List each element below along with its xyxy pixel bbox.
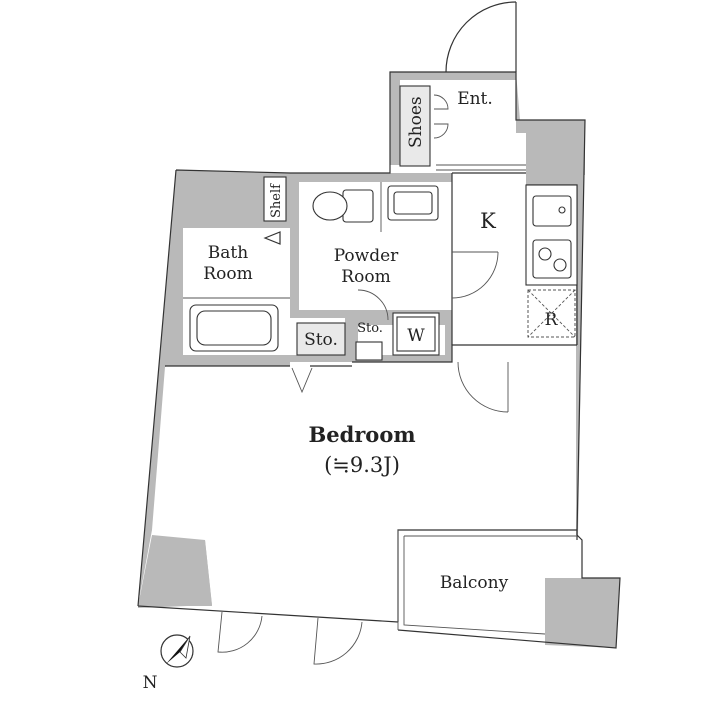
compass-needle-light [179, 635, 191, 659]
upper-left-wall [176, 170, 290, 228]
shoes-door-arc-2 [433, 123, 449, 139]
bathtub-inner [196, 310, 272, 346]
shelf: Shelf [263, 176, 287, 222]
entrance-door-arc [445, 1, 517, 73]
washbasin-inner [393, 191, 433, 215]
washer-inner [396, 316, 436, 352]
bottom-doors [217, 611, 363, 665]
fridge-x-2 [527, 289, 576, 338]
bath-door-mark [263, 231, 281, 245]
storage-1-label: Sto. [304, 330, 338, 350]
balcony-frame [397, 530, 577, 635]
powder-room: Powder Room [312, 182, 439, 321]
toilet-bowl [312, 191, 348, 221]
sink-drain [558, 206, 566, 214]
storage-2-box [355, 341, 383, 361]
powder-label-2: Room [341, 267, 390, 287]
entrance: Shoes Ent. [399, 1, 526, 171]
left-wall [138, 170, 290, 608]
washer: W [392, 312, 440, 356]
bedroom-top-line [165, 344, 577, 367]
burner-2 [553, 258, 567, 272]
compass-needle [166, 636, 190, 664]
kitchen-label: K [480, 209, 496, 233]
shoes-label: Shoes [406, 96, 426, 148]
compass-north-label: N [143, 673, 158, 693]
kitchen-door-arc [451, 251, 499, 299]
bath-room: Bath Room [183, 231, 290, 352]
balcony: Balcony [440, 573, 509, 593]
right-wall [526, 120, 585, 535]
balcony-label: Balcony [440, 573, 509, 593]
storage-2-label: Sto. [357, 321, 383, 336]
bath-bottom-wall [165, 355, 290, 366]
bottom-door-1 [217, 611, 263, 653]
shelf-label: Shelf [269, 183, 284, 218]
storage-1: Sto. [296, 322, 346, 356]
entrance-step [436, 164, 526, 171]
shoes-cabinet [399, 85, 431, 167]
bedroom-door-arc [457, 361, 509, 413]
entrance-label: Ent. [457, 89, 493, 109]
storage-2: Sto. [355, 321, 383, 361]
bedroom-label: Bedroom [308, 422, 415, 447]
closet-fold-door [291, 367, 313, 394]
bath-label-2: Room [203, 264, 252, 284]
compass: N [143, 634, 194, 693]
left-lower-wall [138, 535, 212, 606]
bath-label-1: Bath [208, 243, 248, 263]
outer-outline [137, 71, 621, 649]
powder-label-1: Powder [334, 246, 399, 266]
bedroom: Bedroom (≒9.3J) [291, 361, 509, 477]
kitchen-sink [532, 195, 572, 227]
storage-1-box [296, 322, 346, 356]
shoes-door-arc-1 [433, 94, 449, 110]
bedroom-size: (≒9.3J) [324, 453, 400, 477]
burner-1 [538, 247, 552, 261]
washer-label: W [407, 326, 425, 346]
fridge-x-1 [527, 289, 576, 338]
powder-door-arc [357, 289, 389, 321]
stove [532, 239, 572, 279]
shelf-box [263, 176, 287, 222]
kitchen: K R [451, 184, 578, 338]
refrigerator-label: R [545, 310, 559, 330]
bottom-door-2 [313, 617, 363, 665]
balcony-corner-wall [545, 578, 620, 648]
